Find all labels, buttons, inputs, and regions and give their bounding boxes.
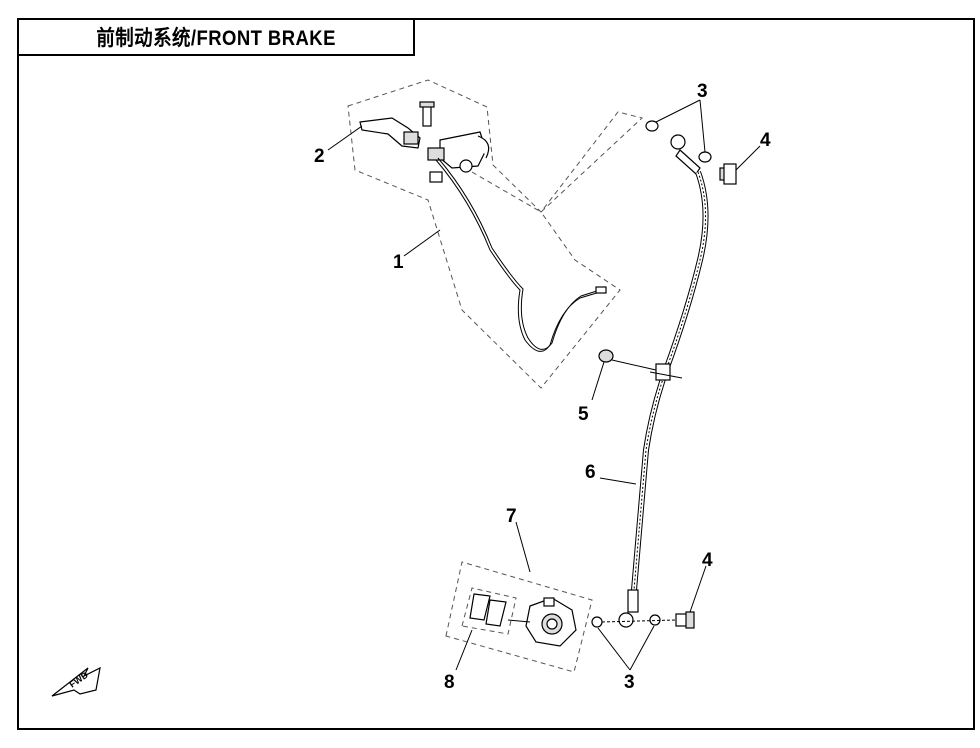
brake-caliper[interactable] [507, 597, 577, 647]
title-box: 前制动系统/FRONT BRAKE [17, 18, 415, 56]
pads-group-outline [461, 587, 517, 635]
hose-clamp [655, 363, 671, 381]
lever-nut [429, 171, 443, 183]
diagram-border [17, 18, 975, 730]
callout-1: 1 [393, 252, 404, 273]
callout-8: 8 [444, 672, 455, 693]
washer-bottom-1 [591, 616, 603, 628]
switch-connector [595, 286, 607, 294]
banjo-bolt-top [719, 163, 737, 185]
hose-reference-line-top [471, 171, 542, 213]
banjo-bolt-bottom [675, 611, 695, 629]
brake-hose [631, 170, 709, 591]
washer-top-2 [698, 151, 712, 163]
banjo-fitting-top [670, 134, 701, 175]
banjo-fitting-bottom [618, 612, 634, 628]
master-cylinder-group-outline [347, 79, 644, 389]
forward-arrow-icon: FWD [51, 666, 101, 697]
leader-lines [327, 99, 761, 671]
lever-bolt [419, 101, 435, 127]
hose-end-fitting [627, 589, 639, 613]
callout-3-top: 3 [697, 81, 708, 102]
callout-4-top: 4 [760, 130, 771, 151]
washer-top-1 [645, 120, 659, 132]
callout-6: 6 [585, 462, 596, 483]
callout-4-bottom: 4 [702, 550, 713, 571]
master-cylinder[interactable] [427, 131, 490, 173]
washer-bottom-2 [649, 614, 661, 626]
page-title: 前制动系统/FRONT BRAKE [96, 27, 336, 50]
brake-lever[interactable] [359, 117, 421, 149]
caliper-group-outline [445, 561, 593, 673]
callout-3-bottom: 3 [624, 672, 635, 693]
switch-wire [435, 159, 601, 352]
callout-5: 5 [578, 404, 589, 425]
grommet [598, 349, 657, 371]
brake-pads [469, 593, 507, 627]
callout-7: 7 [506, 506, 517, 527]
callout-2: 2 [314, 146, 325, 167]
